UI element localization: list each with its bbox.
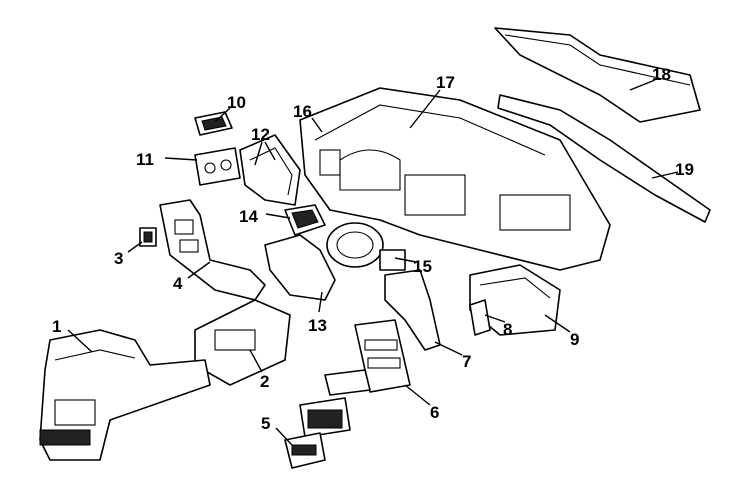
switch-panel[interactable]: [194, 111, 241, 186]
leader-lines: [67, 79, 679, 446]
callout-15: 15: [413, 257, 432, 276]
callout-11: 11: [136, 150, 154, 169]
callouts: 1 2 3 4 5 6 7 8 9 10 11 12 13 14 15 16 1…: [52, 65, 694, 433]
callout-16: 16: [293, 102, 312, 121]
center-stay[interactable]: [384, 269, 441, 351]
callout-4: 4: [173, 274, 183, 293]
callout-17: 17: [436, 73, 455, 92]
ashtray[interactable]: [284, 432, 326, 469]
bracket[interactable]: [469, 299, 491, 336]
cross-member[interactable]: [497, 94, 711, 223]
callout-6: 6: [430, 403, 439, 422]
callout-5: 5: [261, 414, 270, 433]
cluster-bezel[interactable]: [239, 134, 301, 206]
lower-panel-left[interactable]: [159, 199, 266, 301]
air-duct[interactable]: [494, 27, 701, 123]
callout-13: 13: [308, 316, 327, 335]
callout-12: 12: [251, 125, 270, 144]
audio-unit[interactable]: [299, 369, 371, 438]
switch-small[interactable]: [139, 227, 157, 247]
callout-19: 19: [675, 160, 694, 179]
callout-7: 7: [462, 352, 471, 371]
callout-10: 10: [227, 93, 246, 112]
console-box[interactable]: [39, 329, 211, 461]
console-front[interactable]: [194, 299, 291, 386]
callout-1: 1: [52, 317, 61, 336]
callout-2: 2: [260, 372, 269, 391]
callout-14: 14: [239, 207, 258, 226]
callout-18: 18: [652, 65, 671, 84]
column-cover[interactable]: [326, 222, 406, 271]
vent-assembly[interactable]: [284, 204, 326, 236]
callout-9: 9: [570, 330, 579, 349]
instrument-panel[interactable]: [299, 87, 611, 271]
callout-3: 3: [114, 249, 123, 268]
knee-panel[interactable]: [264, 234, 336, 301]
callout-8: 8: [503, 320, 512, 339]
